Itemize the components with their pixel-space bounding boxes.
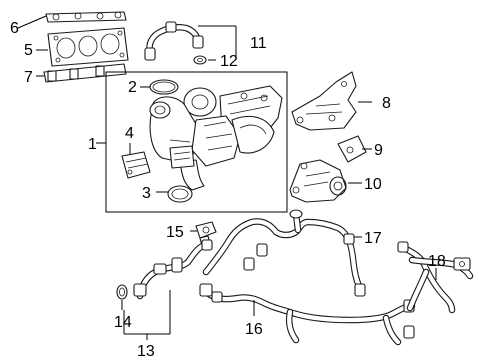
callout-9: 9 bbox=[374, 142, 383, 159]
callout-16: 16 bbox=[245, 321, 263, 338]
callout-3: 3 bbox=[142, 185, 151, 202]
part-17-coolant-line bbox=[202, 209, 366, 297]
turbocharger-body bbox=[149, 85, 283, 191]
callout-12: 12 bbox=[220, 53, 238, 70]
callout-8: 8 bbox=[382, 95, 391, 112]
callout-1: 1 bbox=[88, 136, 97, 153]
callout-4: 4 bbox=[125, 125, 134, 142]
leader-13 bbox=[123, 290, 171, 340]
part-8-bracket bbox=[291, 71, 372, 131]
part-18-coolant-line bbox=[397, 241, 474, 314]
callout-6: 6 bbox=[10, 20, 19, 37]
callout-11: 11 bbox=[250, 35, 267, 52]
callout-7: 7 bbox=[24, 69, 33, 86]
part-13-oil-return-line bbox=[133, 239, 213, 300]
part-16-coolant-line bbox=[199, 283, 416, 346]
part-11-oil-feed-line bbox=[144, 21, 237, 61]
part-9-bracket bbox=[337, 135, 372, 163]
callout-2: 2 bbox=[128, 79, 137, 96]
callout-18: 18 bbox=[428, 253, 446, 270]
part-4-actuator bbox=[121, 143, 195, 179]
leader-6 bbox=[17, 15, 47, 29]
part-6-stud-strip bbox=[45, 11, 127, 23]
part-5-exhaust-gasket bbox=[47, 27, 129, 67]
callout-15: 15 bbox=[166, 224, 184, 241]
turbo-assembly-box bbox=[105, 71, 288, 213]
callout-10: 10 bbox=[364, 176, 382, 193]
part-7-stud-strip bbox=[43, 63, 127, 83]
callout-14: 14 bbox=[114, 314, 132, 331]
part-12-washer bbox=[193, 55, 216, 65]
part-3-seal-ring bbox=[156, 185, 193, 203]
part-10-bracket bbox=[289, 159, 362, 203]
callout-17: 17 bbox=[364, 230, 382, 247]
callout-13: 13 bbox=[137, 343, 155, 360]
part-2-o-ring bbox=[140, 79, 179, 95]
part-14-o-ring bbox=[116, 284, 128, 310]
callout-5: 5 bbox=[24, 42, 33, 59]
